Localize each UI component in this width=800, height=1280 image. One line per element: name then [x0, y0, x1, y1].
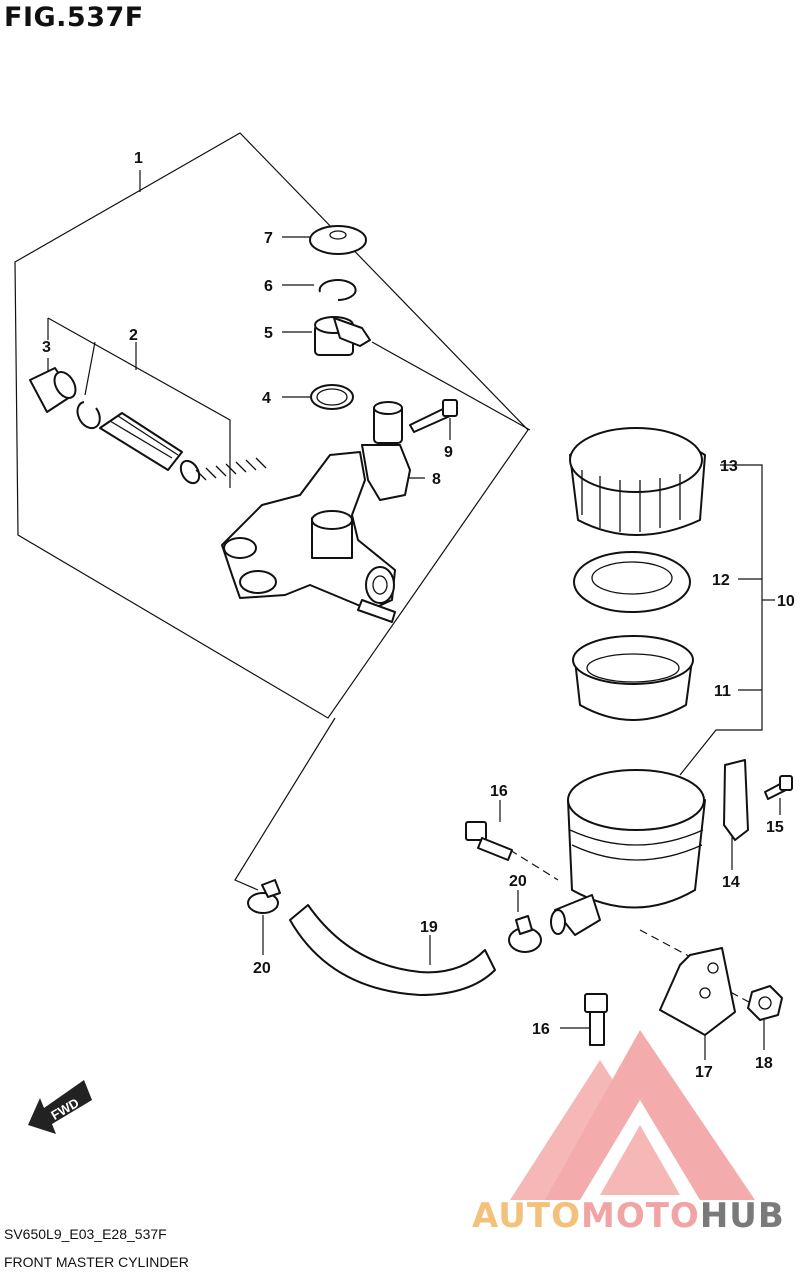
reservoir-cap-part-13 [569, 427, 706, 536]
oring-part-4 [310, 384, 354, 410]
bracket-part-14 [723, 759, 749, 841]
watermark-logo [510, 1030, 755, 1200]
callout-12: 12 [712, 572, 730, 589]
piston-assembly-part-2 [99, 412, 267, 485]
plate-part-12 [573, 551, 691, 613]
callout-2: 2 [129, 327, 138, 344]
reservoir-body [550, 769, 706, 936]
watermark-part3: HUB [699, 1196, 785, 1236]
callout-labels: 1 2 3 4 5 6 7 8 9 10 11 12 13 14 15 16 1… [42, 150, 795, 1081]
master-cylinder-body [221, 451, 396, 623]
watermark-text: AUTOMOTOHUB [472, 1196, 785, 1236]
callout-3: 3 [42, 339, 51, 356]
clamp-part-8 [361, 401, 411, 501]
screw-part-15 [764, 775, 793, 800]
diagram-code: SV650L9_E03_E28_537F [4, 1226, 167, 1242]
callout-15: 15 [766, 819, 784, 836]
callout-9: 9 [444, 444, 453, 461]
hose-part-19 [289, 904, 496, 996]
callout-17: 17 [695, 1064, 713, 1081]
callout-6: 6 [264, 278, 273, 295]
watermark-part1: AUTO [472, 1196, 581, 1236]
callout-8: 8 [432, 471, 441, 488]
callout-10: 10 [777, 593, 795, 610]
kit-outline [14, 132, 529, 719]
callout-18: 18 [755, 1055, 773, 1072]
bushing-part-3 [29, 367, 77, 413]
diaphragm-part-11 [572, 635, 694, 721]
union-part-5 [314, 316, 371, 356]
callout-1: 1 [134, 150, 143, 167]
callout-7: 7 [264, 230, 273, 247]
fwd-arrow-icon: FWD [28, 1080, 92, 1134]
bolt-part-16-lower [584, 993, 608, 1046]
callout-5: 5 [264, 325, 273, 342]
callout-20-right: 20 [509, 873, 527, 890]
watermark-part2: MOTO [580, 1196, 700, 1236]
callout-16-lower: 16 [532, 1021, 550, 1038]
callout-4: 4 [262, 390, 271, 407]
callout-14: 14 [722, 874, 740, 891]
callout-20-left: 20 [253, 960, 271, 977]
diagram-name: FRONT MASTER CYLINDER [4, 1254, 189, 1270]
leader-lines [47, 170, 781, 1060]
circlip-part-6 [318, 279, 357, 301]
callout-19: 19 [420, 919, 438, 936]
bolt-part-16-upper [465, 821, 513, 861]
cap-part-7 [309, 225, 367, 255]
callout-16-upper: 16 [490, 783, 508, 800]
callout-13: 13 [720, 458, 738, 475]
screw-part-9 [409, 399, 458, 433]
callout-11: 11 [714, 683, 731, 700]
circlip [76, 401, 101, 430]
hose-clamp-part-20-right [508, 915, 542, 953]
figure-title: FIG.537F [4, 2, 144, 33]
hose-clamp-part-20-left [247, 879, 281, 914]
stay-part-17 [659, 947, 736, 1036]
nut-part-18 [747, 985, 783, 1021]
